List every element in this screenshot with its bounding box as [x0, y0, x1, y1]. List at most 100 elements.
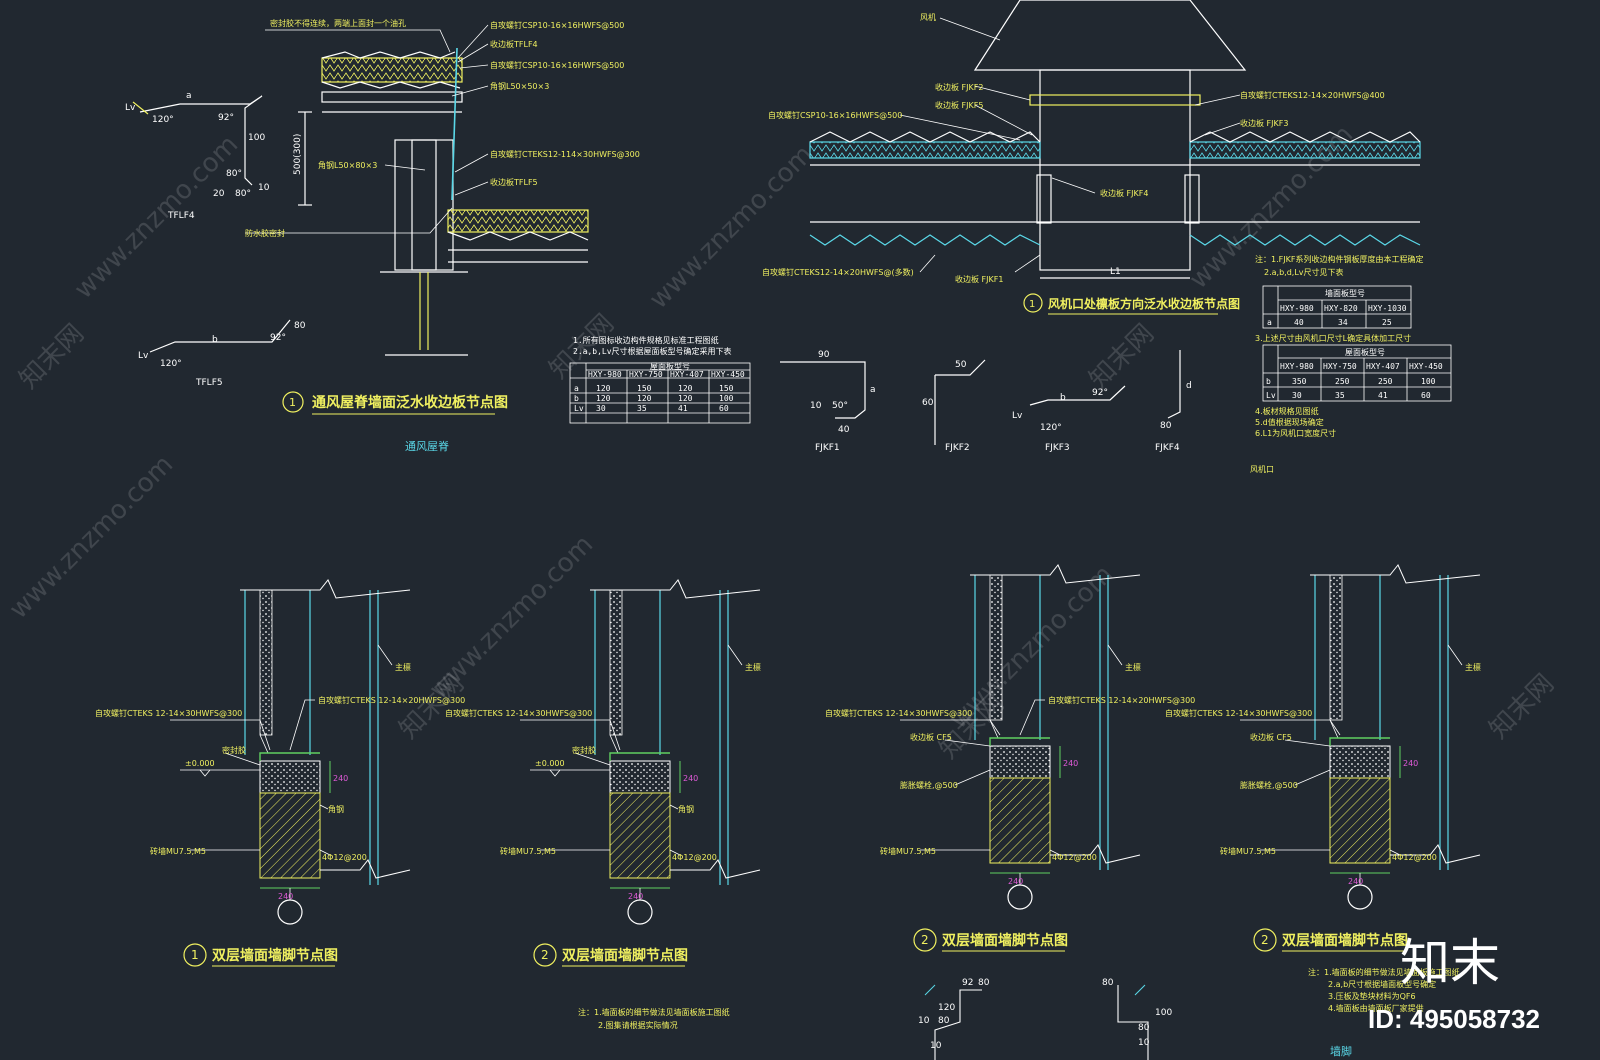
table-cell: Lv	[574, 404, 584, 413]
dim: a	[870, 385, 876, 395]
dim-width: 240	[278, 892, 293, 901]
dim: 80	[938, 1016, 950, 1026]
part-label: TFLF5	[195, 378, 223, 388]
label-screw: 自攻螺钉CSP10-16×16HWFS@500	[490, 60, 624, 70]
label-level: ±0.000	[185, 759, 215, 768]
dim-10: 10	[258, 183, 270, 193]
label-flashing: 收边板TFLF4	[490, 39, 538, 49]
table-cell: a	[574, 384, 579, 393]
table-fan-sizes: 注：1.FJKF系列收边构件钢板厚度由本工程确定 2.a,b,d,Lv尺寸见下表…	[1255, 254, 1452, 438]
dim: 10	[1138, 1038, 1150, 1048]
detail-number: 1	[191, 948, 199, 962]
dim-angle: 120°	[160, 359, 182, 369]
label-level: ±0.000	[535, 759, 565, 768]
dim: 40	[838, 425, 850, 435]
label-main: 主檩	[1465, 662, 1481, 672]
ridge-section	[298, 47, 589, 356]
table-cell: 60	[719, 404, 729, 413]
table-cell: 120	[678, 384, 693, 393]
watermark-cn: 知末网	[1484, 669, 1560, 745]
table-cell: 100	[719, 394, 734, 403]
axis-bubble	[1007, 884, 1033, 910]
dim-angle: 80°	[235, 189, 251, 199]
detail-title: 双层墙面墙脚节点图	[942, 932, 1068, 949]
profile-tflf4	[132, 95, 263, 186]
label-main: 主檩	[1125, 662, 1141, 672]
detail-number: 2	[1261, 933, 1269, 947]
label-screw: 自攻螺钉CTEKS 12-14×20HWFS@300	[318, 695, 465, 705]
label-brick: 砖墙MU7.5,M5	[150, 846, 206, 856]
table-caption: 墙面板型号	[1325, 288, 1365, 298]
detail-title: 双层墙面墙脚节点图	[1282, 932, 1408, 949]
table-header: HXY-980	[1280, 362, 1314, 371]
footer-label: 墙脚	[1330, 1044, 1352, 1058]
dim: 92°	[1092, 388, 1108, 398]
label-main: 主檩	[395, 662, 411, 672]
detail-title: 双层墙面墙脚节点图	[212, 947, 338, 964]
table-note: 2.a,b,d,Lv尺寸见下表	[1264, 267, 1344, 277]
table-header: HXY-407	[670, 370, 704, 379]
table-note: 2.a,b,Lv尺寸根据屋面板型号确定采用下表	[573, 346, 732, 356]
dim-lv: Lv	[138, 351, 149, 361]
label-screw: 自攻螺钉CSP10-16×16HWFS@500	[490, 20, 624, 30]
table-note: 5.d值根据现场确定	[1255, 417, 1324, 427]
dim: 50°	[832, 401, 848, 411]
table-note: 1.所有图标收边构件规格见标准工程图纸	[573, 335, 719, 345]
dim: 92	[962, 978, 973, 988]
table-cell: 35	[1335, 391, 1345, 400]
dim-lv: Lv	[125, 103, 136, 113]
table-caption: 屋面板型号	[1345, 347, 1385, 357]
table-cell: 60	[1421, 391, 1431, 400]
detail-subtitle: 通风屋脊	[405, 439, 449, 453]
table-cell: 41	[1378, 391, 1388, 400]
label-bolt: 膨胀螺栓,@500	[1240, 780, 1298, 790]
label-screw: 自攻螺钉CTEKS 12-14×20HWFS@300	[1048, 695, 1195, 705]
detail-number-circle	[533, 943, 557, 967]
label-rebar: 4Φ12@200	[672, 853, 717, 862]
table-cell: b	[1266, 377, 1271, 386]
dim: 120	[938, 1003, 955, 1013]
dim: 10	[810, 401, 822, 411]
dim: 90	[818, 350, 830, 360]
detail-fan-opening: 风机 L1 收边板 FJKF2 收边板 F	[762, 0, 1421, 474]
label-seal: 防水胶密封	[245, 228, 285, 238]
table-cell: 120	[596, 394, 611, 403]
detail-number: 2	[541, 948, 549, 962]
watermark-cn: 知末网	[14, 319, 90, 395]
dim-width: 240	[628, 892, 643, 901]
label-fan: 风机	[920, 12, 936, 22]
label-seal: 密封胶	[572, 745, 596, 755]
dim: 80	[1138, 1023, 1150, 1033]
dim: 80	[1102, 978, 1114, 988]
table-cell: 30	[596, 404, 606, 413]
label-brick: 砖墙MU7.5,M5	[880, 846, 936, 856]
label-main: 主檩	[745, 662, 761, 672]
label-rebar: 4Φ12@200	[1392, 853, 1437, 862]
note-line: 4.墙面板由墙面板厂家提供	[1328, 1003, 1424, 1013]
detail-ridge-flashing: Lv a 120° 92° 100 80° 20 80° 10 TFLF4 Lv…	[125, 18, 640, 453]
label-angle: 角钢	[328, 804, 344, 814]
note-line: 注：1.墙面板的细节做法见墙面板施工图纸	[578, 1007, 730, 1017]
label-part: 收边板 FJKF3	[1240, 118, 1288, 128]
label-part: 收边板 FJKF1	[955, 274, 1003, 284]
label-cf: 收边板 CF5	[1250, 732, 1292, 742]
part-label: TFLF4	[167, 211, 195, 221]
detail-title: 通风屋脊墙面泛水收边板节点图	[312, 394, 508, 411]
profile-tflf5	[149, 319, 291, 353]
table-cell: 120	[596, 384, 611, 393]
table-ridge-sizes: 1.所有图标收边构件规格见标准工程图纸 2.a,b,Lv尺寸根据屋面板型号确定采…	[569, 335, 751, 424]
watermark-url: www.znzmo.com	[69, 130, 244, 305]
label-part: 收边板 FJKF5	[935, 100, 983, 110]
dim-b: b	[212, 335, 218, 345]
dim-width: 240	[1348, 877, 1363, 886]
label-brick: 砖墙MU7.5,M5	[1220, 846, 1276, 856]
part-label: FJKF3	[1045, 443, 1070, 453]
note-line: 注：1.墙面板的细节做法见墙面板施工图纸	[1308, 967, 1460, 977]
table-cell: 35	[637, 404, 647, 413]
table-note: 注：1.FJKF系列收边构件钢板厚度由本工程确定	[1255, 254, 1423, 264]
detail-subtitle: 风机口	[1250, 464, 1274, 474]
table-header: HXY-750	[629, 370, 663, 379]
